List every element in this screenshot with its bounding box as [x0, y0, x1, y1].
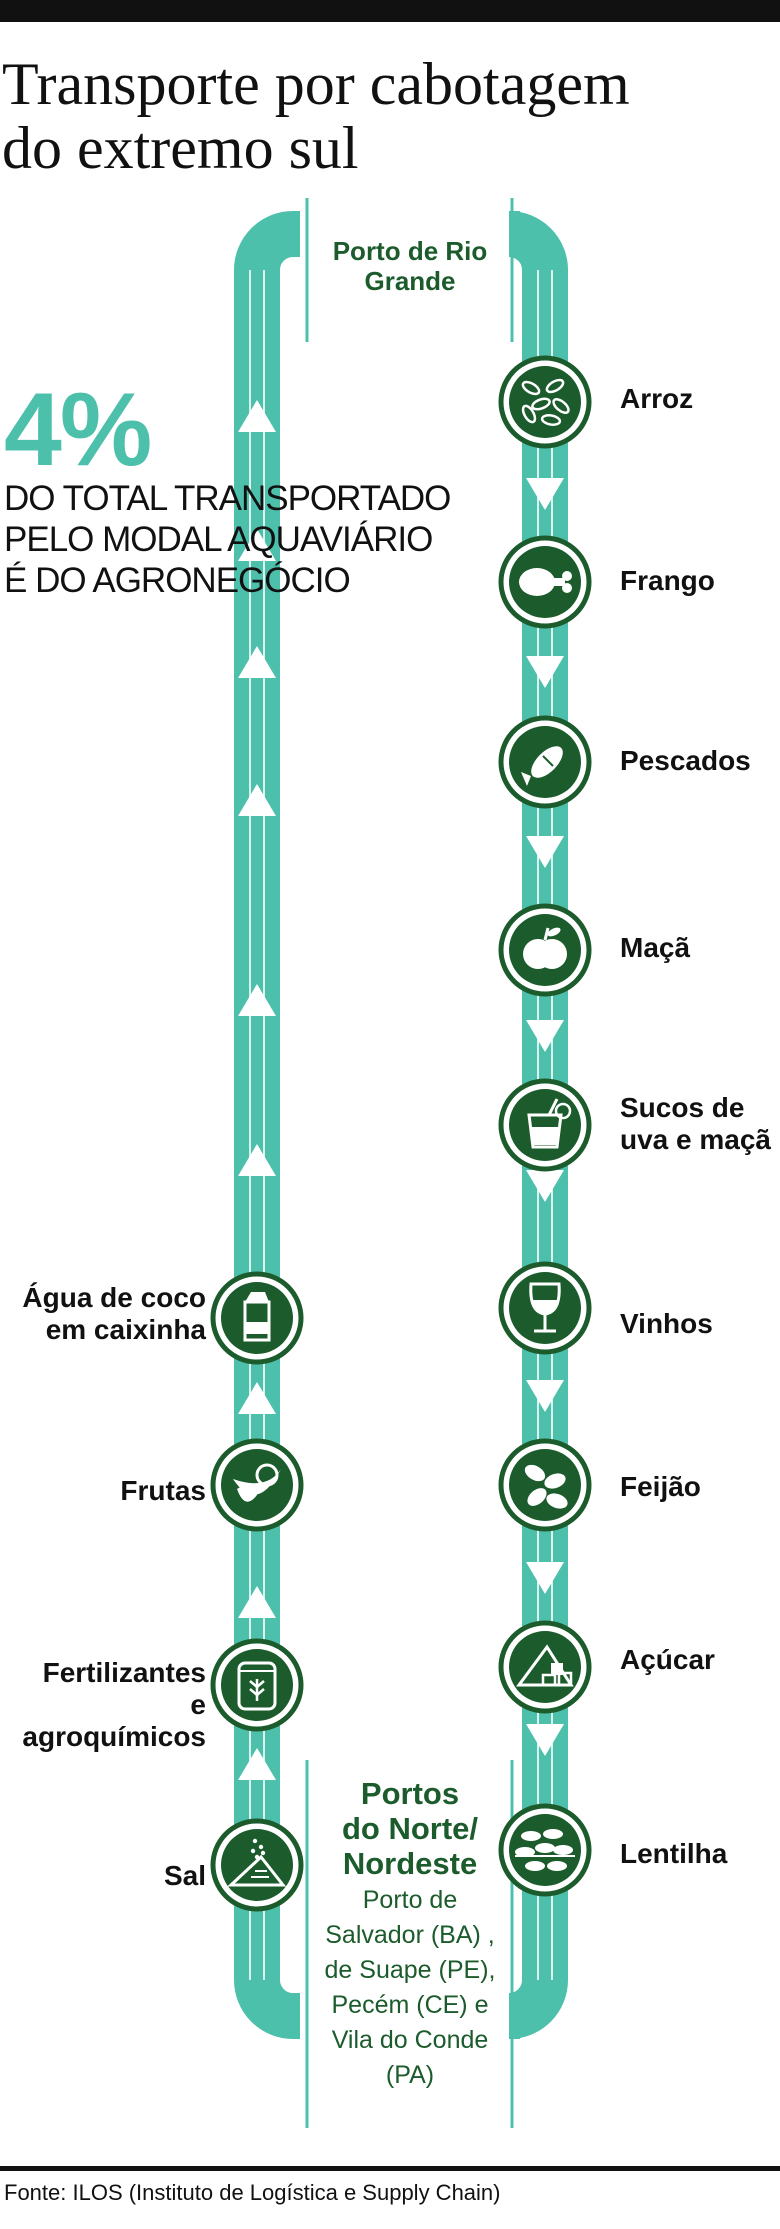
arrow-up: [238, 646, 276, 678]
arrow-up: [238, 400, 276, 432]
product-label-pescados: Pescados: [620, 745, 751, 776]
chicken-leg-icon: [498, 535, 592, 629]
product-label-lentilha: Lentilha: [620, 1838, 728, 1869]
arrow-down: [526, 1020, 564, 1052]
port-rio-grande-label: Porto de Rio Grande: [332, 236, 488, 296]
highlight-value: 4%: [4, 372, 152, 488]
carton-icon: [210, 1271, 304, 1365]
port-north-northeast-title: Portos do Norte/ Nordeste: [341, 1776, 479, 1881]
arrow-up: [238, 1586, 276, 1618]
arrow-up: [238, 1748, 276, 1780]
left-top-curve: [234, 211, 300, 320]
arrow-up: [238, 984, 276, 1016]
arrow-down: [526, 1724, 564, 1756]
arrow-up: [238, 1144, 276, 1176]
right-top-curve: [507, 211, 568, 320]
fish-icon: [498, 715, 592, 809]
product-label-vinhos: Vinhos: [620, 1308, 713, 1339]
arrow-down: [526, 836, 564, 868]
port-north-northeast-list: Porto de Salvador (BA) , de Suape (PE), …: [324, 1886, 496, 2089]
arrow-down: [526, 656, 564, 688]
product-label-feijao: Feijão: [620, 1471, 701, 1502]
product-label-arroz: Arroz: [620, 383, 694, 414]
fruits-icon: [210, 1438, 304, 1532]
top-bar: [0, 0, 780, 22]
source-note: Fonte: ILOS (Instituto de Logística e Su…: [4, 2180, 501, 2205]
product-label-agua-de-coco: Água de coco em caixinha: [22, 1282, 206, 1345]
apple-icon: [498, 903, 592, 997]
wine-glass-icon: [498, 1261, 592, 1355]
beans-icon: [498, 1438, 592, 1532]
arrow-up: [238, 1382, 276, 1414]
arrow-down: [526, 1562, 564, 1594]
footer-rule: [0, 2166, 780, 2171]
right-bottom-curve: [507, 1930, 568, 2039]
product-label-acucar: Açúcar: [620, 1644, 715, 1675]
highlight-text: DO TOTAL TRANSPORTADO PELO MODAL AQUAVIÁ…: [4, 479, 451, 600]
page-title: Transporte por cabotagem do extremo sul: [2, 51, 630, 181]
salt-icon: [210, 1818, 304, 1912]
lentils-icon: [498, 1803, 592, 1897]
sugar-icon: [498, 1620, 592, 1714]
arrow-down: [526, 1170, 564, 1202]
product-label-sucos: Sucos de uva e maçã: [620, 1092, 771, 1155]
product-label-fertilizantes: Fertilizantes e agroquímicos: [22, 1657, 206, 1752]
arrow-down: [526, 478, 564, 510]
product-label-sal: Sal: [163, 1860, 206, 1891]
fertilizer-bag-icon: [210, 1638, 304, 1732]
rice-icon: [498, 355, 592, 449]
product-label-maca: Maçã: [620, 932, 691, 963]
arrow-up: [238, 784, 276, 816]
product-label-frutas: Frutas: [120, 1475, 206, 1506]
arrow-up: [238, 529, 276, 561]
left-bottom-curve: [234, 1930, 300, 2039]
port-north-northeast: Portos do Norte/ Nordeste Porto de Salva…: [312, 1776, 508, 2093]
juice-glass-icon: [498, 1078, 592, 1172]
product-label-frango: Frango: [620, 565, 715, 596]
arrow-down: [526, 1380, 564, 1412]
